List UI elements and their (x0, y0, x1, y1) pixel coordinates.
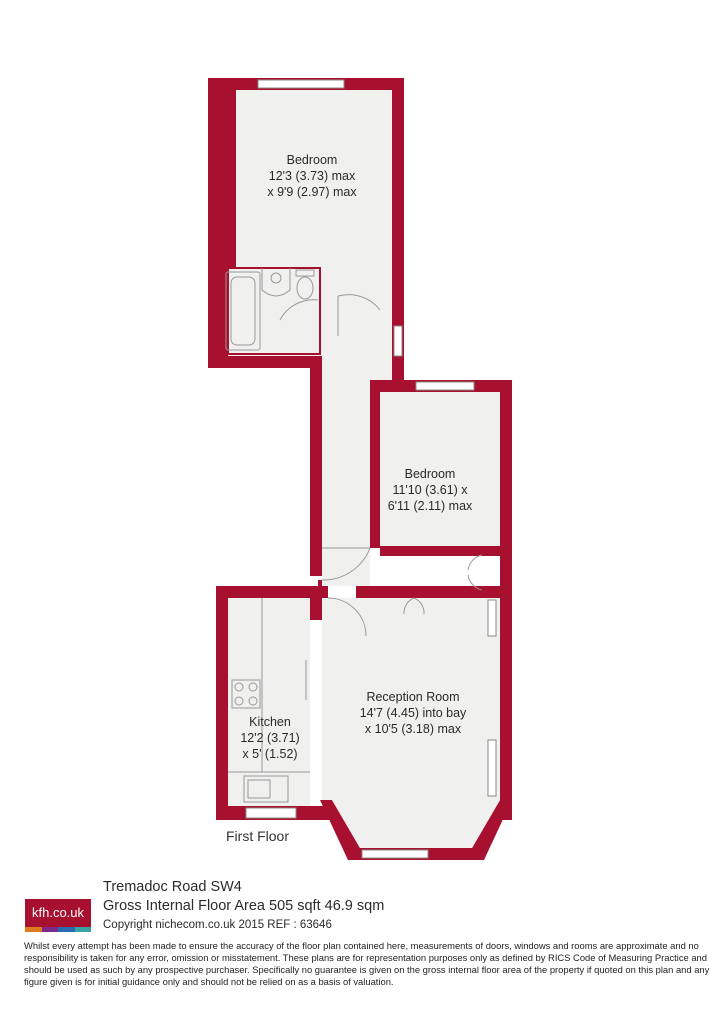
interior-lines (225, 267, 483, 803)
room-label-kitchen: Kitchen 12'2 (3.71) x 5' (1.52) (226, 714, 314, 762)
room-dim-2: x 10'5 (3.18) max (364, 722, 462, 736)
floor-area: Gross Internal Floor Area 505 sqft 46.9 … (103, 898, 385, 914)
room-dim-2: x 9'9 (2.97) max (267, 185, 357, 199)
room-dim-1: 12'3 (3.73) max (268, 169, 356, 183)
room-dim-2: 6'11 (2.11) max (387, 499, 473, 513)
room-name: Bedroom (404, 467, 456, 481)
floor-label: First Floor (226, 828, 289, 844)
room-dim-1: 12'2 (3.71) (240, 731, 300, 745)
room-name: Reception Room (366, 690, 460, 704)
kfh-logo: kfh.co.uk (25, 899, 91, 932)
room-label-reception-room: Reception Room 14'7 (4.45) into bay x 10… (326, 689, 500, 737)
floor-plan (208, 78, 512, 860)
logo-text: kfh.co.uk (31, 905, 85, 920)
room-name: Kitchen (249, 715, 291, 729)
room-label-bedroom-1: Bedroom 12'3 (3.73) max x 9'9 (2.97) max (244, 152, 380, 200)
logo-color-bar (25, 927, 91, 932)
room-name: Bedroom (286, 153, 338, 167)
room-dim-1: 11'10 (3.61) x (392, 483, 468, 497)
windows (245, 79, 497, 859)
address-title: Tremadoc Road SW4 (103, 879, 242, 895)
floors (228, 90, 500, 848)
copyright: Copyright nichecom.co.uk 2015 REF : 6364… (103, 919, 332, 931)
room-dim-2: x 5' (1.52) (242, 747, 298, 761)
property-info: Tremadoc Road SW4 Gross Internal Floor A… (103, 878, 384, 935)
room-label-bedroom-2: Bedroom 11'10 (3.61) x 6'11 (2.11) max (370, 466, 490, 514)
room-dim-1: 14'7 (4.45) into bay (359, 706, 467, 720)
disclaimer: Whilst every attempt has been made to en… (24, 940, 710, 987)
